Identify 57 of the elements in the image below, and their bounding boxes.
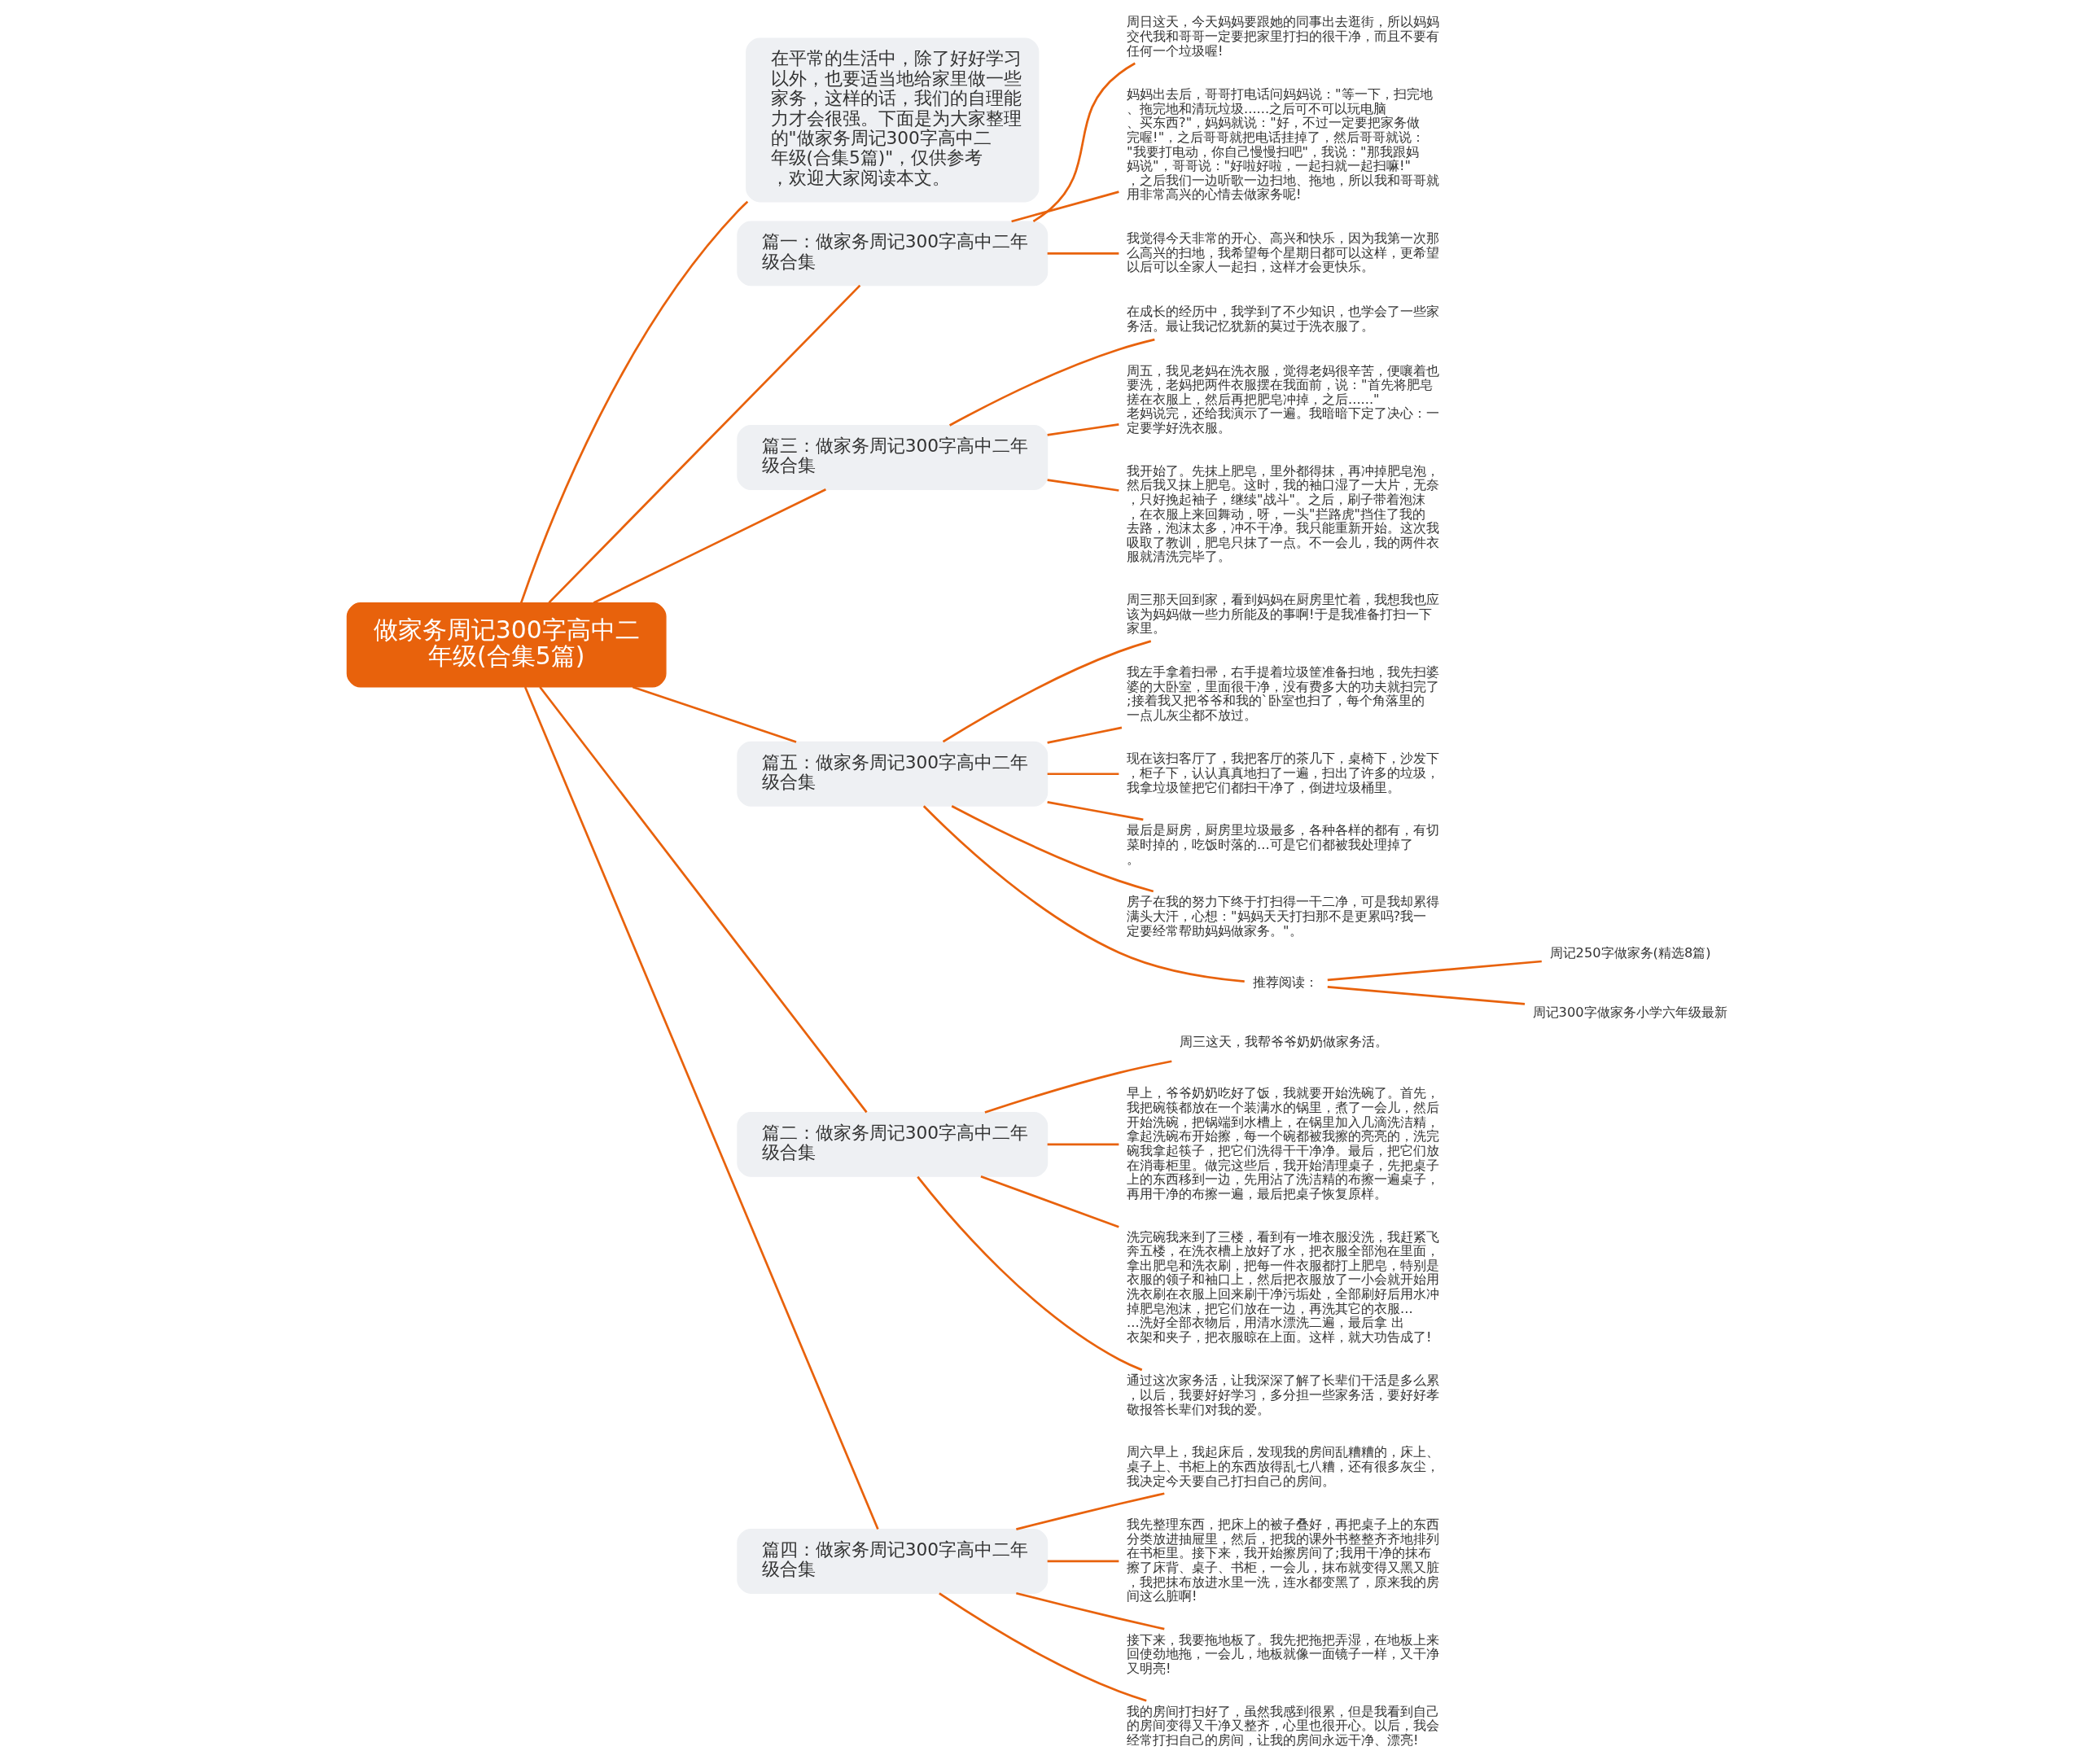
connector <box>980 1175 1119 1228</box>
node-text: 周五，我见老妈在洗衣服，觉得老妈很辛苦，便嚷着也要洗，老妈把两件衣服摆在我面前，说："首先将肥皂搓在衣服上，然后再把肥皂冲掉，之后......"老妈说完，还给我演示了一遍。我暗暗下定了决心：一定要学好洗衣服。 <box>1126 362 1439 436</box>
connector <box>922 805 1245 983</box>
connector <box>1327 960 1542 982</box>
connector <box>983 1060 1172 1114</box>
node-text: 周六早上，我起床后，发现我的房间乱糟糟的，床上、桌子上、书柜上的东西放得乱七八糟，还有很多灰尘，我决定今天要自己打扫自己的房间。 <box>1126 1444 1439 1489</box>
connector <box>1047 1560 1119 1563</box>
connector <box>1010 190 1119 223</box>
node-text: 现在该扫客厅了，我把客厅的茶几下，桌椅下，沙发下，柜子下，认认真真地扫了一遍，扫出了许多的垃圾，我拿垃圾筐把它们都扫干净了，倒进垃圾桶里。 <box>1126 751 1439 795</box>
node-text: 周三那天回到家，看到妈妈在厨房里忙着，我想我也应该为妈妈做一些力所能及的事啊!于是我准备打扫一下家里。 <box>1126 592 1439 637</box>
node-box: 做家务周记300字高中二年级(合集5篇) <box>346 602 667 688</box>
connector <box>938 1592 1147 1702</box>
connector <box>538 686 868 1114</box>
node-box: 篇二：做家务周记300字高中二年级合集 <box>736 1111 1048 1177</box>
node-box: 在平常的生活中，除了好好学习以外，也要适当地给家里做一些家务，这样的话，我们的自理能力才会很强。下面是为大家整理的"做家务周记300字高中二年级(合集5篇)"，仅供参考，欢迎大家阅读本文。 <box>745 37 1039 203</box>
node-text: 我开始了。先抹上肥皂，里外都得抹，再冲掉肥皂泡，然后我又抹上肥皂。这时，我的袖口湿了一大片，无奈，只好挽起袖子，继续"战斗"。之后，刷子带着泡沫，在衣服上来回舞动，呀，一头"拦路虎"挡住了我的去路，泡沫太多，冲不干净。我只能重新开始。这次我吸取了教训，肥皂只抹了一点。不一会儿，我的两件衣服就清洗完毕了。 <box>1126 462 1439 565</box>
node-box: 篇三：做家务周记300字高中二年级合集 <box>736 425 1048 490</box>
connector <box>1046 726 1122 744</box>
connector <box>1015 1492 1165 1530</box>
connector <box>1047 252 1119 255</box>
connector <box>593 488 826 604</box>
connector <box>547 284 860 604</box>
node-text: 周记250字做家务(精选8篇) <box>1549 944 1711 961</box>
connector <box>942 640 1151 743</box>
node-text: 房子在我的努力下终于打扫得一干二净，可是我却累得满头大汗，心想："妈妈天天打扫那不是更累吗?我一定要经常帮助妈妈做家务。"。 <box>1126 894 1439 939</box>
node-text: 推荐阅读： <box>1252 974 1318 991</box>
node-text: 我的房间打扫好了，虽然我感到很累，但是我看到自己的房间变得又干净又整齐，心里也很开心。以后，我会经常打扫自己的房间，让我的房间永远干净、漂亮! <box>1126 1703 1439 1748</box>
connector <box>1046 479 1119 492</box>
connector <box>1015 1591 1165 1630</box>
connector <box>951 805 1154 893</box>
node-text: 我左手拿着扫帚，右手提着垃圾筐准备扫地，我先扫婆婆的大卧室，里面很干净，没有费多大的功夫就扫完了;接着我又把爷爷和我的`卧室也扫了，每个角落里的一点儿灰尘都不放过。 <box>1126 664 1439 723</box>
node-text: 在成长的经历中，我学到了不少知识，也学会了一些家务活。最让我记忆犹新的莫过于洗衣服了。 <box>1126 304 1439 334</box>
connector <box>1046 801 1144 821</box>
node-text: 最后是厨房，厨房里垃圾最多，各种各样的都有，有切菜时掉的，吃饭时落的...可是它们都被我处理掉了。 <box>1126 822 1439 867</box>
node-box: 篇五：做家务周记300字高中二年级合集 <box>736 741 1048 807</box>
node-text: 通过这次家务活，让我深深了解了长辈们干活是多么累，以后，我要好好学习，多分担一些家务活，要好好孝敬报答长辈们对我的爱。 <box>1126 1372 1439 1417</box>
node-text: 周三这天，我帮爷爷奶奶做家务活。 <box>1179 1034 1388 1050</box>
connector <box>523 686 879 1530</box>
node-text: 妈妈出去后，哥哥打电话问妈妈说："等一下，扫完地、拖完地和清玩垃圾......之后可不可以玩电脑、买东西?"，妈妈就说："好，不过一定要把家务做完喔!"，之后哥哥就把电话挂掉了，然后哥哥就说："我要打电动，你自己慢慢扫吧"，我说："那我跟妈妈说"，哥哥说："好啦好啦，一起扫就一起扫嘛!"，之后我们一边听歌一边扫地、拖地，所以我和哥哥就用非常高兴的心情去做家务呢! <box>1126 86 1439 203</box>
connector <box>519 200 748 604</box>
connector <box>1327 986 1525 1005</box>
node-text: 我觉得今天非常的开心、高兴和快乐，因为我第一次那么高兴的扫地，我希望每个星期日都可以这样，更希望以后可以全家人一起扫，这样才会更快乐。 <box>1126 230 1439 275</box>
node-text: 洗完碗我来到了三楼，看到有一堆衣服没洗，我赶紧飞奔五楼，在洗衣槽上放好了水，把衣服全部泡在里面，拿出肥皂和洗衣刷，把每一件衣服都打上肥皂，特别是衣服的领子和袖口上，然后把衣服放了一小会就开始用洗衣刷在衣服上回来刷干净污垢处，全部刷好后用水冲掉肥皂泡沫，把它们放在一边，再洗其它的衣服......洗好全部衣物后，用清水漂洗二遍，最后拿 出衣架和夹子，把衣服晾在上面。这样，就大功告成了! <box>1126 1228 1439 1345</box>
connector <box>1047 1143 1119 1146</box>
connector <box>1032 62 1136 223</box>
connector <box>1047 773 1119 776</box>
node-text: 早上，爷爷奶奶吃好了饭，我就要开始洗碗了。首先，我把碗筷都放在一个装满水的锅里，煮了一会儿，然后开始洗碗，把锅端到水槽上，在锅里加入几滴洗洁精，拿起洗碗布开始擦，每一个碗都被我擦的亮亮的，洗完碗我拿起筷子，把它们洗得干干净净。最后，把它们放在消毒柜里。做完这些后，我开始清理桌子，先把桌子上的东西移到一边，先用沾了洗洁精的布擦一遍桌子，再用干净的布擦一遍，最后把桌子恢复原样。 <box>1126 1085 1439 1202</box>
node-box: 篇一：做家务周记300字高中二年级合集 <box>736 221 1048 287</box>
node-text: 周日这天，今天妈妈要跟她的同事出去逛街，所以妈妈交代我和哥哥一定要把家里打扫的很干净，而且不要有任何一个垃圾喔! <box>1126 14 1439 59</box>
node-text: 周记300字做家务小学六年级最新 <box>1532 1004 1727 1020</box>
node-text: 接下来，我要拖地板了。我先把拖把弄湿，在地板上来回使劲地拖，一会儿，地板就像一面镜子一样，又干净又明亮! <box>1126 1631 1439 1676</box>
connector <box>916 1175 1142 1372</box>
connector <box>632 685 796 743</box>
node-box: 篇四：做家务周记300字高中二年级合集 <box>736 1529 1048 1594</box>
connector <box>1046 423 1119 436</box>
node-text: 我先整理东西，把床上的被子叠好，再把桌子上的东西分类放进抽屉里，然后，把我的课外书整整齐齐地排列在书柜里。接下来，我开始擦房间了;我用干净的抹布擦了床背、桌子、书柜，一会儿，抹布就变得又黑又脏，我把抹布放进水里一洗，连水都变黑了，原来我的房间这么脏啊! <box>1126 1517 1439 1604</box>
connector <box>948 338 1155 427</box>
